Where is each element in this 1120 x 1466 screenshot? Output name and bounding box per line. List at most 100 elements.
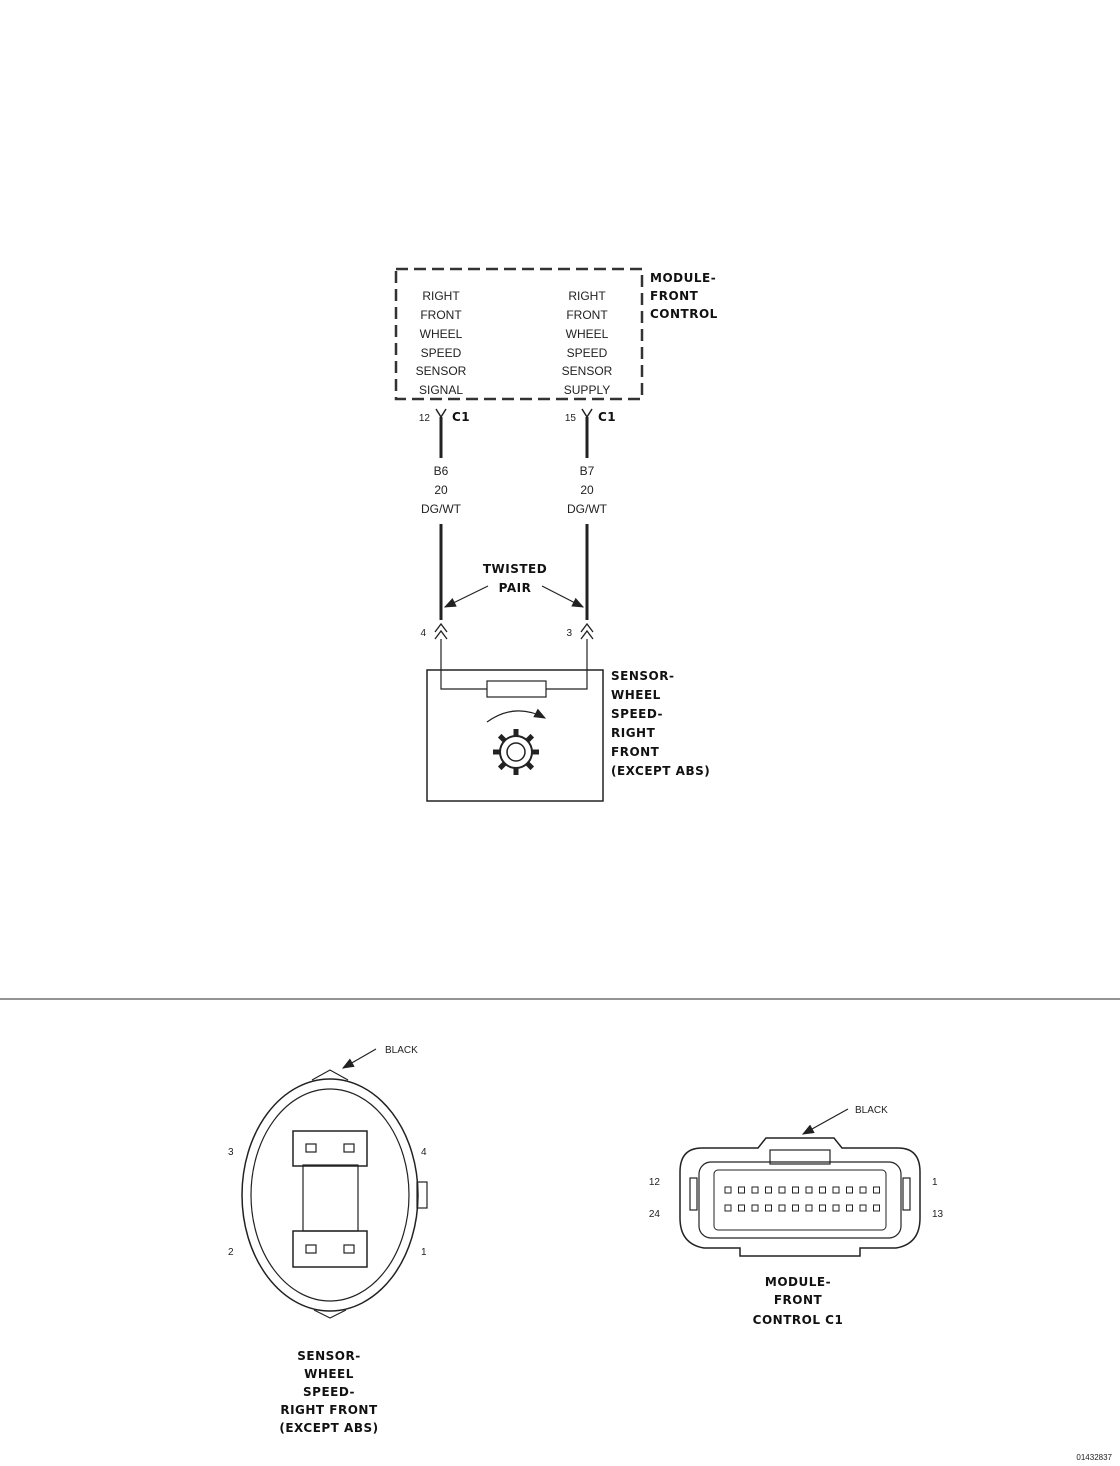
sensor-color-label: BLACK [385, 1045, 418, 1056]
svg-text:RIGHT: RIGHT [611, 726, 656, 740]
module-color-leader [801, 1108, 849, 1135]
pin-cavity [792, 1204, 799, 1212]
pin-cavity [832, 1186, 840, 1194]
sensor-box [426, 669, 604, 802]
svg-text:SUPPLY: SUPPLY [564, 383, 610, 397]
module-face-pin-12: 12 [649, 1177, 661, 1188]
figure-id: 01432837 [1076, 1453, 1112, 1462]
svg-text:B6: B6 [434, 464, 449, 478]
wire-b6-label: B6 20 DG/WT [421, 464, 462, 516]
pin-cavity [765, 1186, 772, 1194]
pin-cavity [819, 1186, 826, 1194]
svg-text:20: 20 [434, 483, 448, 497]
sensor-title: SENSOR- WHEEL SPEED- RIGHT FRONT (EXCEPT… [611, 669, 710, 778]
sensor-face-pin-4: 4 [421, 1147, 427, 1158]
svg-text:FRONT: FRONT [650, 289, 699, 303]
sensor-color-leader [341, 1048, 377, 1069]
wire-b7-label: B7 20 DG/WT [567, 464, 608, 516]
module-front-control-box [394, 267, 644, 401]
svg-text:SENSOR: SENSOR [562, 364, 613, 378]
svg-text:PAIR: PAIR [499, 581, 532, 595]
sensor-face-pin-1: 1 [421, 1247, 427, 1258]
pin-cavity [805, 1204, 813, 1212]
module-face-caption: MODULE- FRONT CONTROL C1 [753, 1275, 844, 1327]
pin-cavity [765, 1204, 772, 1212]
svg-text:SPEED: SPEED [421, 346, 462, 360]
svg-text:SENSOR-: SENSOR- [611, 669, 674, 683]
pin-cavity [792, 1186, 799, 1194]
svg-text:B7: B7 [580, 464, 595, 478]
svg-text:12: 12 [419, 413, 431, 424]
svg-text:(EXCEPT ABS): (EXCEPT ABS) [279, 1421, 378, 1435]
pin-cavity [778, 1186, 786, 1194]
module-face-pin-24: 24 [649, 1209, 661, 1220]
svg-text:FRONT: FRONT [774, 1293, 823, 1307]
svg-text:20: 20 [580, 483, 594, 497]
sensor-internal-circuit [440, 639, 588, 690]
svg-text:SPEED: SPEED [567, 346, 608, 360]
sensor-face-pin-3: 3 [228, 1147, 234, 1158]
svg-text:C1: C1 [598, 410, 616, 424]
svg-text:DG/WT: DG/WT [567, 502, 608, 516]
svg-text:SPEED-: SPEED- [303, 1385, 355, 1399]
twisted-pair-arrow-right [541, 585, 585, 608]
svg-text:WHEEL: WHEEL [611, 688, 661, 702]
module-face-pin-1: 1 [932, 1177, 938, 1188]
c1-pin-15: 15 C1 [565, 408, 616, 424]
svg-text:RIGHT FRONT: RIGHT FRONT [280, 1403, 378, 1417]
sensor-face-pin-2: 2 [228, 1247, 234, 1258]
pin-cavity [859, 1204, 867, 1212]
twisted-pair-arrow-left [443, 585, 489, 608]
sensor-resistor [486, 680, 547, 698]
svg-text:SPEED-: SPEED- [611, 707, 663, 721]
svg-text:SENSOR-: SENSOR- [297, 1349, 360, 1363]
svg-text:C1: C1 [452, 410, 470, 424]
svg-text:WHEEL: WHEEL [420, 327, 463, 341]
svg-text:CONTROL C1: CONTROL C1 [753, 1313, 844, 1327]
svg-text:RIGHT: RIGHT [422, 289, 460, 303]
svg-text:RIGHT: RIGHT [568, 289, 606, 303]
pin-cavity [832, 1204, 840, 1212]
pin-cavity [873, 1186, 880, 1194]
pin-cavity [778, 1204, 786, 1212]
pin-cavity [738, 1186, 745, 1194]
module-color-label: BLACK [855, 1105, 888, 1116]
svg-text:MODULE-: MODULE- [765, 1275, 831, 1289]
module-face-pin-13: 13 [932, 1209, 944, 1220]
pin-cavity [873, 1204, 880, 1212]
rotation-arrow-icon [486, 708, 547, 723]
sensor-pin-4: 4 [420, 622, 448, 640]
svg-text:4: 4 [420, 628, 426, 639]
svg-text:FRONT: FRONT [420, 308, 462, 322]
sensor-pin-3: 3 [566, 622, 594, 640]
pin-cavity [805, 1186, 813, 1194]
svg-text:FRONT: FRONT [611, 745, 660, 759]
svg-text:WHEEL: WHEEL [566, 327, 609, 341]
svg-text:15: 15 [565, 413, 577, 424]
sensor-face-caption: SENSOR- WHEEL SPEED- RIGHT FRONT (EXCEPT… [279, 1349, 378, 1435]
sensor-connector-face [241, 1069, 428, 1319]
pin-cavity [846, 1186, 853, 1194]
svg-text:SIGNAL: SIGNAL [419, 383, 463, 397]
svg-text:3: 3 [566, 628, 572, 639]
module-title: MODULE- FRONT CONTROL [650, 271, 717, 321]
svg-text:WHEEL: WHEEL [304, 1367, 354, 1381]
supply-function-label: RIGHT FRONT WHEEL SPEED SENSOR SUPPLY [562, 289, 613, 397]
c1-pin-12: 12 C1 [419, 408, 470, 424]
svg-text:TWISTED: TWISTED [483, 562, 547, 576]
pin-cavity [819, 1204, 826, 1212]
svg-text:DG/WT: DG/WT [421, 502, 462, 516]
svg-text:(EXCEPT ABS): (EXCEPT ABS) [611, 764, 710, 778]
pin-cavity [751, 1204, 759, 1212]
svg-text:SENSOR: SENSOR [416, 364, 467, 378]
gear-icon [493, 729, 539, 775]
pin-cavity [846, 1204, 853, 1212]
pin-cavity [724, 1204, 732, 1212]
svg-text:MODULE-: MODULE- [650, 271, 716, 285]
pin-cavity [738, 1204, 745, 1212]
pin-cavity [751, 1186, 759, 1194]
svg-text:FRONT: FRONT [566, 308, 608, 322]
pin-cavity [859, 1186, 867, 1194]
module-connector-face [679, 1137, 921, 1257]
